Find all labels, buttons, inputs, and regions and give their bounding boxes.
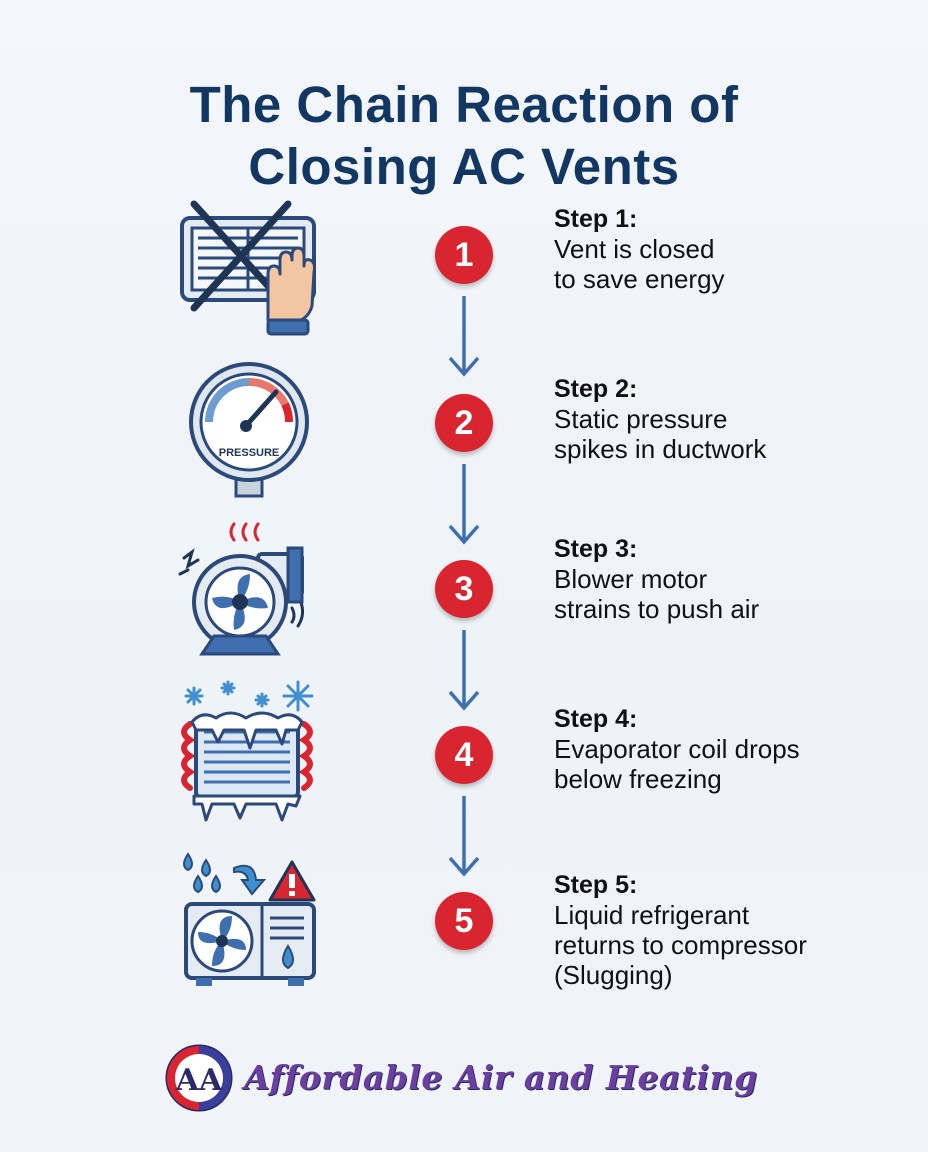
monogram-logo-icon: AA	[165, 1044, 233, 1112]
compressor-warning-icon	[176, 850, 326, 990]
step-5-badge: 5	[435, 892, 493, 950]
step-5-text: Step 5: Liquid refrigerant returns to co…	[554, 870, 807, 990]
pressure-gauge-icon: PRESSURE	[184, 360, 314, 500]
step-1-label: Step 1:	[554, 205, 638, 233]
step-3-label: Step 3:	[554, 535, 638, 563]
step-2-text: Step 2: Static pressure spikes in ductwo…	[554, 374, 766, 464]
step-2-badge: 2	[435, 394, 493, 452]
step-3-badge: 3	[435, 560, 493, 618]
title-line-1: The Chain Reaction of	[189, 76, 739, 134]
step-1-badge: 1	[435, 226, 493, 284]
step-4-text: Step 4: Evaporator coil drops below free…	[554, 704, 800, 794]
page-title: The Chain Reaction of Closing AC Vents	[0, 74, 928, 198]
step-3-text: Step 3: Blower motor strains to push air	[554, 534, 759, 624]
step-4-description: Evaporator coil drops below freezing	[554, 734, 800, 794]
down-arrow-icon	[448, 296, 480, 383]
step-3-description: Blower motor strains to push air	[554, 564, 760, 624]
step-5-description: Liquid refrigerant returns to compressor…	[554, 900, 807, 990]
down-arrow-icon	[448, 630, 480, 717]
logo-monogram: AA	[175, 1063, 223, 1098]
logo-text: Affordable Air and Heating	[244, 1058, 758, 1097]
step-1-text: Step 1: Vent is closed to save energy	[554, 204, 725, 294]
step-2-description: Static pressure spikes in ductwork	[554, 404, 767, 464]
company-logo: AA Affordable Air and Heating	[164, 1040, 764, 1120]
step-4-badge: 4	[435, 726, 493, 784]
step-5-label: Step 5:	[554, 871, 638, 899]
step-1-description: Vent is closed to save energy	[554, 234, 725, 294]
closed-vent-hand-icon	[176, 196, 326, 338]
down-arrow-icon	[448, 796, 480, 883]
frozen-coil-icon	[172, 678, 322, 828]
step-2-label: Step 2:	[554, 375, 638, 403]
gauge-label: PRESSURE	[219, 447, 280, 459]
step-4-label: Step 4:	[554, 705, 638, 733]
blower-motor-icon	[172, 518, 322, 660]
down-arrow-icon	[448, 464, 480, 551]
title-line-2: Closing AC Vents	[248, 138, 680, 196]
